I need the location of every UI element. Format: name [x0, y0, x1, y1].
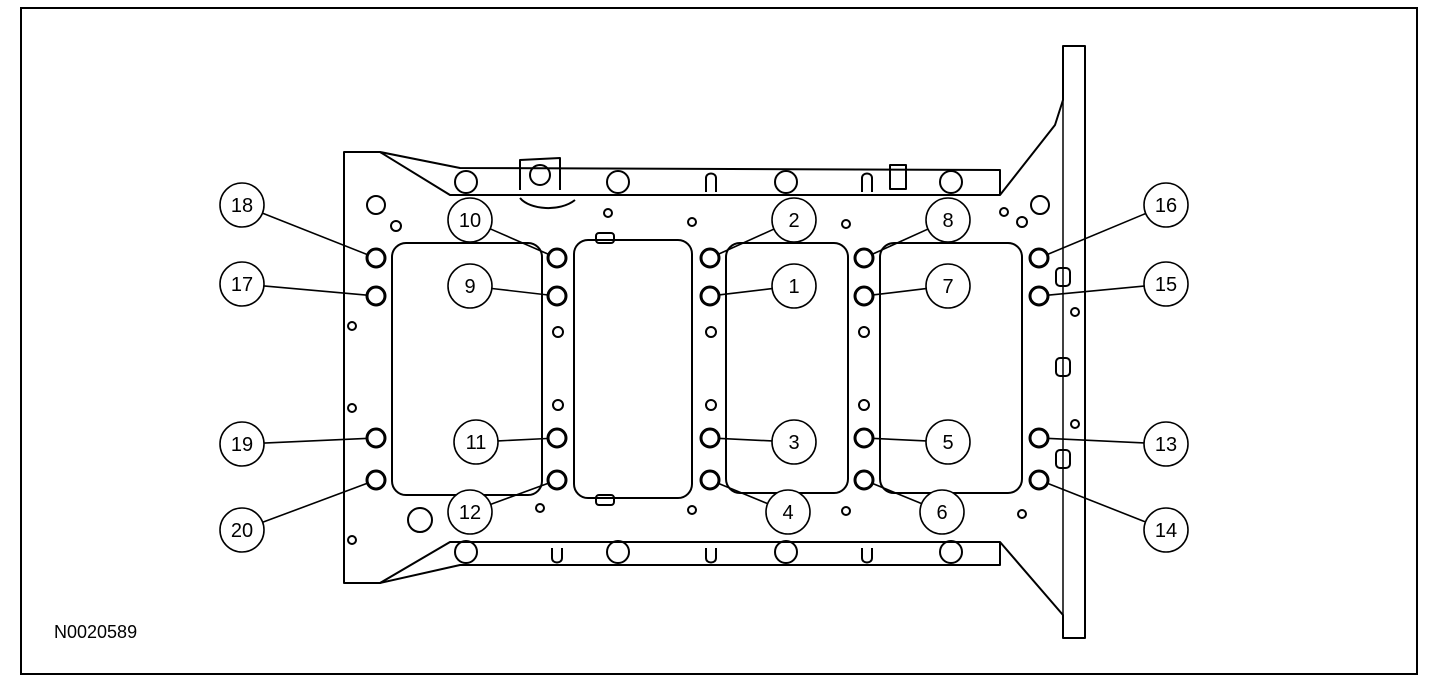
leader-line-18 — [262, 212, 367, 256]
leader-line-11 — [497, 437, 548, 442]
callout-circle-2 — [771, 197, 817, 243]
callout-circle-19 — [219, 421, 265, 467]
leader-line-9 — [491, 287, 548, 296]
callout-circle-15 — [1143, 261, 1189, 307]
bolt-hole-5 — [853, 427, 875, 449]
leader-line-19 — [263, 437, 367, 444]
callout-label-18: 18 — [231, 195, 253, 217]
callout-label-7: 7 — [942, 276, 953, 298]
bolt-hole-1 — [699, 285, 721, 307]
callout-label-20: 20 — [231, 520, 253, 542]
bolt-hole-3 — [699, 427, 721, 449]
bolt-hole-12 — [546, 469, 568, 491]
callout-circle-13 — [1143, 421, 1189, 467]
callout-circle-8 — [925, 197, 971, 243]
bolt-hole-7 — [853, 285, 875, 307]
callout-circle-7 — [925, 263, 971, 309]
leader-line-12 — [490, 482, 548, 506]
callout-label-8: 8 — [942, 210, 953, 232]
bolt-hole-15 — [1028, 285, 1050, 307]
bolt-hole-9 — [546, 285, 568, 307]
callout-label-19: 19 — [231, 434, 253, 456]
bolt-hole-2 — [699, 247, 721, 269]
leader-line-6 — [872, 483, 922, 505]
callout-circle-5 — [925, 419, 971, 465]
leader-line-20 — [262, 482, 367, 524]
callout-label-5: 5 — [942, 432, 953, 454]
bolt-hole-16 — [1028, 247, 1050, 269]
bolt-hole-18 — [365, 247, 387, 269]
bolt-hole-13 — [1028, 427, 1050, 449]
leader-line-13 — [1048, 437, 1145, 444]
callout-circle-6 — [919, 489, 965, 535]
bolt-hole-17 — [365, 285, 387, 307]
leader-line-15 — [1048, 285, 1145, 296]
callout-circle-3 — [771, 419, 817, 465]
callout-circle-1 — [771, 263, 817, 309]
leader-line-10 — [489, 228, 549, 255]
leader-line-2 — [718, 228, 775, 255]
bolt-hole-4 — [699, 469, 721, 491]
diagram-frame — [20, 7, 1418, 675]
leader-lines — [262, 212, 1147, 524]
callout-circle-18 — [219, 182, 265, 228]
callout-circle-14 — [1143, 507, 1189, 553]
bolt-hole-14 — [1028, 469, 1050, 491]
callout-label-12: 12 — [459, 502, 481, 524]
callout-label-10: 10 — [459, 210, 481, 232]
callout-circle-4 — [765, 489, 811, 535]
callout-label-11: 11 — [466, 432, 487, 454]
cylinder-head-outline — [343, 45, 1086, 639]
bolt-hole-20 — [365, 469, 387, 491]
leader-line-3 — [719, 437, 773, 442]
bolt-hole-6 — [853, 469, 875, 491]
callout-circle-12 — [447, 489, 493, 535]
callout-label-2: 2 — [788, 210, 799, 232]
callout-circle-11 — [453, 419, 499, 465]
bolt-hole-11 — [546, 427, 568, 449]
callout-label-14: 14 — [1155, 520, 1177, 542]
callout-label-4: 4 — [782, 502, 793, 524]
leader-line-17 — [263, 285, 367, 296]
figure-id: N0020589 — [54, 622, 138, 642]
callout-circle-9 — [447, 263, 493, 309]
leader-line-1 — [719, 287, 773, 296]
callout-label-15: 15 — [1155, 274, 1177, 296]
callout-label-16: 16 — [1155, 195, 1177, 217]
bolt-hole-8 — [853, 247, 875, 269]
callout-label-3: 3 — [788, 432, 799, 454]
callout-circle-16 — [1143, 182, 1189, 228]
leader-line-5 — [873, 437, 927, 442]
callout-circle-20 — [219, 507, 265, 553]
callout-label-17: 17 — [231, 274, 253, 296]
callout-label-13: 13 — [1155, 434, 1177, 456]
leader-line-14 — [1048, 482, 1146, 523]
leader-line-4 — [718, 483, 768, 505]
callout-circle-10 — [447, 197, 493, 243]
bolt-holes — [365, 247, 1050, 491]
callout-label-1: 1 — [788, 276, 799, 298]
leader-line-8 — [872, 228, 929, 255]
bolt-hole-10 — [546, 247, 568, 269]
leader-line-7 — [873, 287, 927, 296]
callout-label-6: 6 — [936, 502, 947, 524]
callout-label-9: 9 — [464, 276, 475, 298]
bolt-hole-19 — [365, 427, 387, 449]
leader-line-16 — [1047, 212, 1147, 255]
callout-circle-17 — [219, 261, 265, 307]
